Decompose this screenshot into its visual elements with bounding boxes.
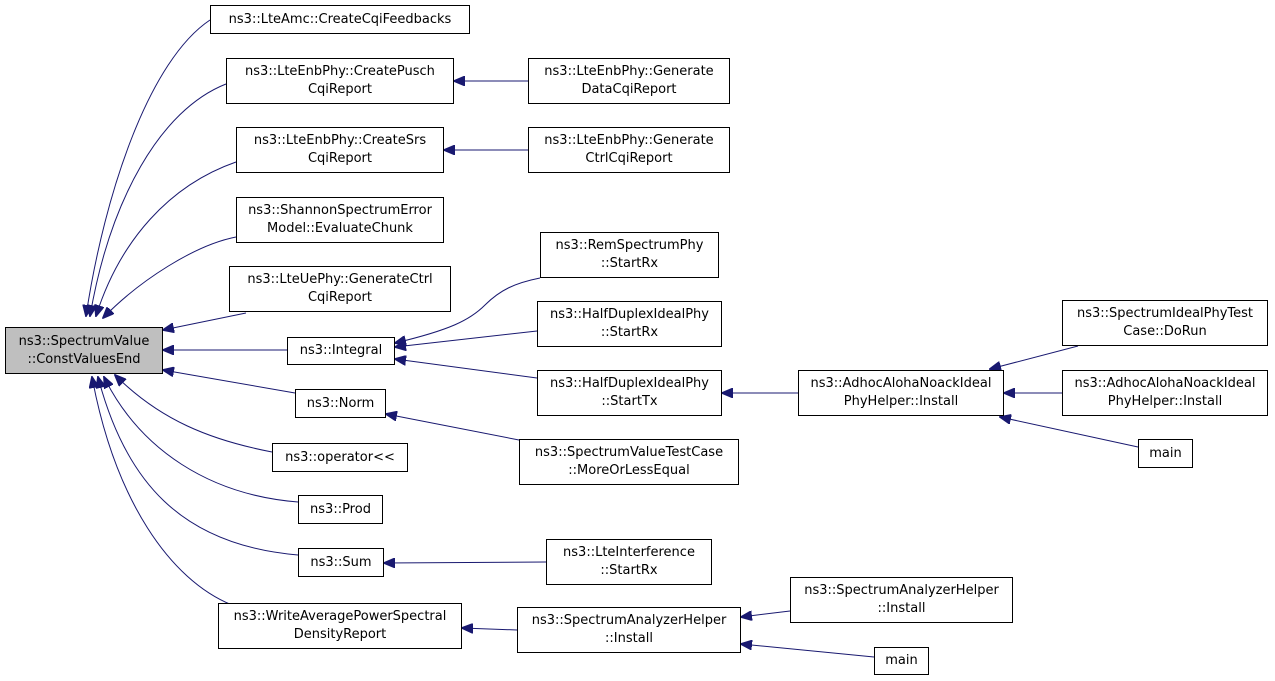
node-lteenbphy-generatectrlcqireport[interactable]: ns3::LteEnbPhy::Generate CtrlCqiReport (528, 127, 730, 173)
node-lteenbphy-createsrscqireport[interactable]: ns3::LteEnbPhy::CreateSrs CqiReport (236, 127, 444, 173)
node-lteamc-createcqifeedbacks[interactable]: ns3::LteAmc::CreateCqiFeedbacks (210, 5, 470, 34)
node-label: main (1149, 445, 1182, 461)
edge-operator-to-root (115, 375, 273, 453)
node-spectrumvalue-constvaluesend: ns3::SpectrumValue ::ConstValuesEnd (5, 327, 163, 374)
node-label: ns3::HalfDuplexIdealPhy (550, 307, 709, 322)
edge-hd-starttx-to-integral (395, 359, 538, 379)
node-label: ::ConstValuesEnd (27, 351, 141, 367)
node-lteuephy-generatectrlcqireport[interactable]: ns3::LteUePhy::GenerateCtrl CqiReport (229, 266, 451, 312)
edge-sa-install-to-write-avg (462, 628, 518, 630)
node-remspectrumphy-startrx[interactable]: ns3::RemSpectrumPhy ::StartRx (540, 232, 719, 278)
node-spectrumanalyzerhelper-install[interactable]: ns3::SpectrumAnalyzerHelper ::Install (517, 607, 741, 653)
node-label: DensityReport (293, 627, 387, 642)
node-integral[interactable]: ns3::Integral (287, 337, 395, 365)
node-label: DataCqiReport (581, 82, 677, 97)
node-label: PhyHelper::Install (843, 394, 959, 409)
edge-create-srs-to-root (96, 161, 237, 316)
node-label: ns3::SpectrumAnalyzerHelper (531, 613, 727, 628)
edge-lte-interf-to-sum (384, 562, 547, 563)
edge-write-avg-to-root (92, 377, 233, 606)
node-label: main (885, 653, 918, 668)
node-label: Model::EvaluateChunk (267, 221, 413, 236)
node-label: CqiReport (307, 82, 373, 97)
node-label: ::MoreOrLessEqual (568, 463, 690, 478)
edge-prod-to-root (104, 377, 299, 503)
node-label: CqiReport (307, 151, 373, 166)
edge-more-or-less-to-norm (386, 414, 520, 441)
node-label: ns3::LteInterference (563, 545, 695, 560)
node-adhocalohanoackidealphyhelper-install[interactable]: ns3::AdhocAlohaNoackIdeal PhyHelper::Ins… (798, 370, 1004, 416)
node-halfduplexidealphy-startrx[interactable]: ns3::HalfDuplexIdealPhy ::StartRx (537, 301, 722, 347)
node-label: ns3::AdhocAlohaNoackIdeal (1074, 376, 1256, 391)
node-spectrumvaluetestcase-moreorlessequal[interactable]: ns3::SpectrumValueTestCase ::MoreOrLessE… (519, 439, 739, 485)
node-label: ns3::LteEnbPhy::Generate (544, 64, 714, 79)
node-label: Case::DoRun (1123, 324, 1207, 339)
node-label: ns3::Norm (306, 395, 375, 411)
node-label: ns3::SpectrumValueTestCase (534, 445, 724, 460)
edge-sa-install2-to-sa-install (741, 610, 791, 617)
node-main-1[interactable]: main (1138, 439, 1193, 468)
edge-ue-gen-ctrl-to-root (163, 312, 247, 330)
node-label: ns3::LteEnbPhy::CreateSrs (253, 133, 427, 148)
node-lteinterference-startrx[interactable]: ns3::LteInterference ::StartRx (546, 539, 712, 585)
node-adhocalohanoackidealphyhelper-install-2[interactable]: ns3::AdhocAlohaNoackIdeal PhyHelper::Ins… (1062, 370, 1268, 416)
node-sum[interactable]: ns3::Sum (298, 548, 384, 577)
edge-hd-startrx-to-integral (395, 330, 538, 347)
node-label: CqiReport (307, 290, 373, 305)
node-label: ns3::SpectrumIdealPhyTest (1076, 306, 1254, 321)
node-spectrumanalyzerhelper-install-2[interactable]: ns3::SpectrumAnalyzerHelper ::Install (790, 577, 1013, 623)
node-label: ns3::AdhocAlohaNoackIdeal (810, 376, 992, 391)
edge-shannon-to-root (103, 236, 237, 318)
node-label: ns3::LteUePhy::GenerateCtrl (247, 272, 433, 287)
node-label: ns3::Integral (299, 343, 383, 358)
node-label: ns3::LteAmc::CreateCqiFeedbacks (228, 11, 452, 27)
node-label: ::Install (877, 601, 926, 616)
node-lteenbphy-createpuschcqireport[interactable]: ns3::LteEnbPhy::CreatePusch CqiReport (226, 58, 454, 104)
edge-create-cqi-feedbacks-to-root (86, 19, 211, 316)
edge-main1-to-aloha-install (1000, 417, 1139, 448)
node-label: ns3::SpectrumValue (18, 333, 150, 349)
node-lteenbphy-generatedatacqireport[interactable]: ns3::LteEnbPhy::Generate DataCqiReport (528, 58, 730, 104)
node-label: ::StartRx (600, 563, 658, 578)
edge-norm-to-root (163, 370, 296, 394)
node-label: CtrlCqiReport (585, 151, 673, 166)
node-label: ::StartTx (601, 394, 658, 409)
node-label: ns3::WriteAveragePowerSpectral (233, 609, 447, 624)
edge-sum-to-root (98, 377, 299, 556)
node-norm[interactable]: ns3::Norm (295, 389, 386, 418)
node-spectrumidealphytestcase-dorun[interactable]: ns3::SpectrumIdealPhyTest Case::DoRun (1062, 300, 1268, 346)
node-label: ns3::LteEnbPhy::CreatePusch (245, 64, 435, 79)
node-label: ::Install (605, 631, 653, 646)
node-main-2[interactable]: main (874, 647, 929, 675)
node-label: ns3::ShannonSpectrumError (248, 203, 432, 218)
node-label: ns3::Sum (310, 554, 372, 570)
node-label: ns3::SpectrumAnalyzerHelper (804, 583, 999, 598)
node-label: ns3::LteEnbPhy::Generate (544, 133, 714, 148)
node-label: PhyHelper::Install (1107, 394, 1223, 409)
node-label: ns3::HalfDuplexIdealPhy (550, 376, 709, 391)
node-label: ::StartRx (600, 325, 659, 340)
node-label: ns3::Prod (310, 501, 371, 517)
node-halfduplexidealphy-starttx[interactable]: ns3::HalfDuplexIdealPhy ::StartTx (537, 370, 722, 416)
edge-ideal-test-to-aloha-install (990, 345, 1079, 369)
node-label: ::StartRx (600, 256, 659, 271)
node-operator-shift[interactable]: ns3::operator<< (272, 443, 408, 472)
node-label: ns3::operator<< (285, 449, 395, 465)
node-prod[interactable]: ns3::Prod (298, 495, 383, 524)
node-shannonspectrumerrormodel-evaluatechunk[interactable]: ns3::ShannonSpectrumError Model::Evaluat… (236, 197, 444, 243)
edge-rem-startrx-to-integral (395, 277, 541, 343)
edge-main2-to-sa-install (741, 644, 875, 658)
node-writeaveragepowerspectraldensityreport[interactable]: ns3::WriteAveragePowerSpectral DensityRe… (218, 603, 462, 649)
edge-create-pusch-to-root (90, 83, 227, 316)
node-label: ns3::RemSpectrumPhy (555, 238, 704, 253)
